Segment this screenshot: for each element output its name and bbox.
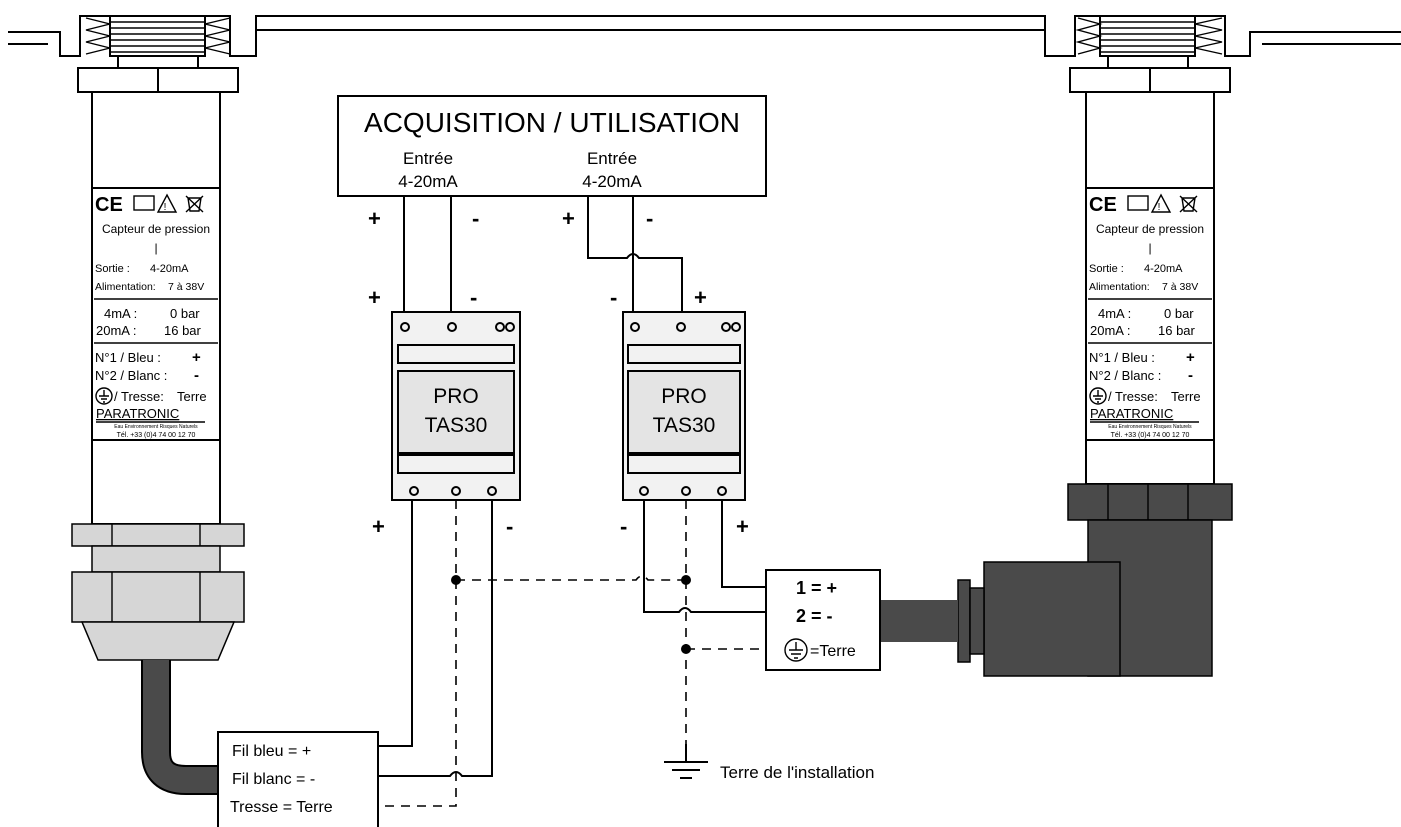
cable-shield: Tresse = Terre [230, 799, 333, 816]
process-pipe [8, 15, 1401, 57]
right-din-connector [880, 483, 1233, 677]
pro-tas30-module-1: PRO TAS30 [391, 311, 521, 501]
input2-range: 4-20mA [582, 172, 642, 191]
acquisition-box: ACQUISITION / UTILISATION Entrée 4-20mA … [337, 95, 767, 197]
sensor-tagline: Eau Environnement Risques Naturels [1108, 424, 1192, 430]
sensor-wire1-value: + [192, 349, 201, 366]
manual-icon [1127, 195, 1149, 211]
sensor-4ma-value: 0 bar [170, 306, 200, 321]
acq1-plus-label: + [368, 206, 381, 231]
svg-text:!: ! [164, 202, 167, 213]
installation-earth-label: Terre de l'installation [720, 763, 874, 782]
sensor-wire2-label: N°2 / Blanc : [95, 368, 167, 383]
module1-top-plus-label: + [368, 285, 381, 310]
pro-tas30-module-2: PRO TAS30 [622, 311, 746, 501]
cable-blue: Fil bleu = + [232, 743, 311, 760]
sensor-alim-label: Alimentation: [95, 281, 156, 293]
sensor-alim-value: 7 à 38V [168, 281, 204, 293]
right-sensor-thread [1075, 15, 1223, 69]
sensor-sortie-value: 4-20mA [150, 263, 189, 275]
sensor-sortie-label: Sortie : [95, 263, 130, 275]
sensor-wire1-label: N°1 / Bleu : [95, 350, 161, 365]
sensor-range-mark: | [1148, 241, 1151, 255]
module1-bottom-minus-label: - [506, 514, 513, 539]
module2-bottom-plus-label: + [736, 514, 749, 539]
input2-label: Entrée [587, 149, 637, 168]
connector-pinout-box: 1 = + 2 = - =Terre [765, 569, 881, 671]
manual-icon [133, 195, 155, 211]
connector-pin2: 2 = - [796, 606, 833, 626]
sensor-4ma-value: 0 bar [1164, 306, 1194, 321]
svg-text:!: ! [1158, 202, 1161, 213]
weee-bin-icon [1179, 195, 1198, 213]
sensor-4ma-label: 4mA : [104, 306, 137, 321]
sensor-alim-value: 7 à 38V [1162, 281, 1198, 293]
left-sensor-label: CE ! Capteur de pression | Sortie : 4-20… [94, 193, 218, 439]
module1-top-minus-label: - [470, 285, 477, 310]
sensor-brand: PARATRONIC [96, 406, 179, 421]
sensor-shield-value: Terre [177, 389, 207, 404]
acquisition-title: ACQUISITION / UTILISATION [364, 107, 740, 138]
earth-symbol-icon [784, 638, 808, 662]
module1-name-line1: PRO [433, 385, 479, 408]
ce-mark-icon: CE [1089, 194, 1117, 216]
sensor-20ma-label: 20mA : [96, 323, 136, 338]
sensor-tagline: Eau Environnement Risques Naturels [114, 424, 198, 430]
connector-pin1: 1 = + [796, 578, 837, 598]
sensor-sortie-label: Sortie : [1089, 263, 1124, 275]
acq2-plus-label: + [562, 206, 575, 231]
sensor-wire2-value: - [194, 367, 199, 384]
sensor-label-title: Capteur de pression [1096, 222, 1204, 236]
sensor-20ma-label: 20mA : [1090, 323, 1130, 338]
sensor-20ma-value: 16 bar [164, 323, 202, 338]
sensor-range-mark: | [154, 241, 157, 255]
warning-icon [1150, 193, 1172, 213]
wiring: Terre de l'installation [378, 196, 874, 807]
right-pressure-sensor: CE ! Capteur de pression | Sortie : 4-20… [880, 15, 1233, 677]
module2-top-minus-label: - [610, 285, 617, 310]
acq1-minus-label: - [472, 206, 479, 231]
input1-label: Entrée [403, 149, 453, 168]
ce-mark-icon: CE [95, 194, 123, 216]
sensor-label-title: Capteur de pression [102, 222, 210, 236]
sensor-shield-label: / Tresse: [1108, 389, 1158, 404]
right-sensor-label: CE ! Capteur de pression | Sortie : 4-20… [1088, 193, 1212, 439]
module1-bottom-plus-label: + [372, 514, 385, 539]
sensor-brand: PARATRONIC [1090, 406, 1173, 421]
cable-white: Fil blanc = - [232, 771, 315, 788]
sensor-wire2-value: - [1188, 367, 1193, 384]
module2-name-line1: PRO [661, 385, 707, 408]
sensor-20ma-value: 16 bar [1158, 323, 1196, 338]
weee-bin-icon [185, 195, 204, 213]
acq2-minus-label: - [646, 206, 653, 231]
left-cable-gland [71, 523, 245, 661]
sensor-tel: Tél. +33 (0)4 74 00 12 70 [117, 432, 196, 439]
sensor-wire1-value: + [1186, 349, 1195, 366]
warning-icon [156, 193, 178, 213]
left-sensor-body [91, 91, 221, 525]
earth-symbol-icon [1089, 387, 1107, 405]
sensor-shield-label: / Tresse: [114, 389, 164, 404]
connector-earth: =Terre [810, 643, 856, 660]
sensor-wire1-label: N°1 / Bleu : [1089, 350, 1155, 365]
input1-range: 4-20mA [398, 172, 458, 191]
left-pressure-sensor: CE ! Capteur de pression | Sortie : 4-20… [71, 15, 245, 795]
sensor-wire2-label: N°2 / Blanc : [1089, 368, 1161, 383]
sensor-shield-value: Terre [1171, 389, 1201, 404]
earth-symbol-icon [95, 387, 113, 405]
installation-earth-icon [664, 744, 708, 779]
sensor-tel: Tél. +33 (0)4 74 00 12 70 [1111, 432, 1190, 439]
module2-top-plus-label: + [694, 285, 707, 310]
left-sensor-thread [85, 15, 231, 69]
sensor-sortie-value: 4-20mA [1144, 263, 1183, 275]
module2-bottom-minus-label: - [620, 514, 627, 539]
sensor-4ma-label: 4mA : [1098, 306, 1131, 321]
sensor-alim-label: Alimentation: [1089, 281, 1150, 293]
cable-colour-box: Fil bleu = + Fil blanc = - Tresse = Terr… [217, 731, 379, 827]
module2-name-line2: TAS30 [653, 414, 716, 437]
module1-name-line2: TAS30 [425, 414, 488, 437]
